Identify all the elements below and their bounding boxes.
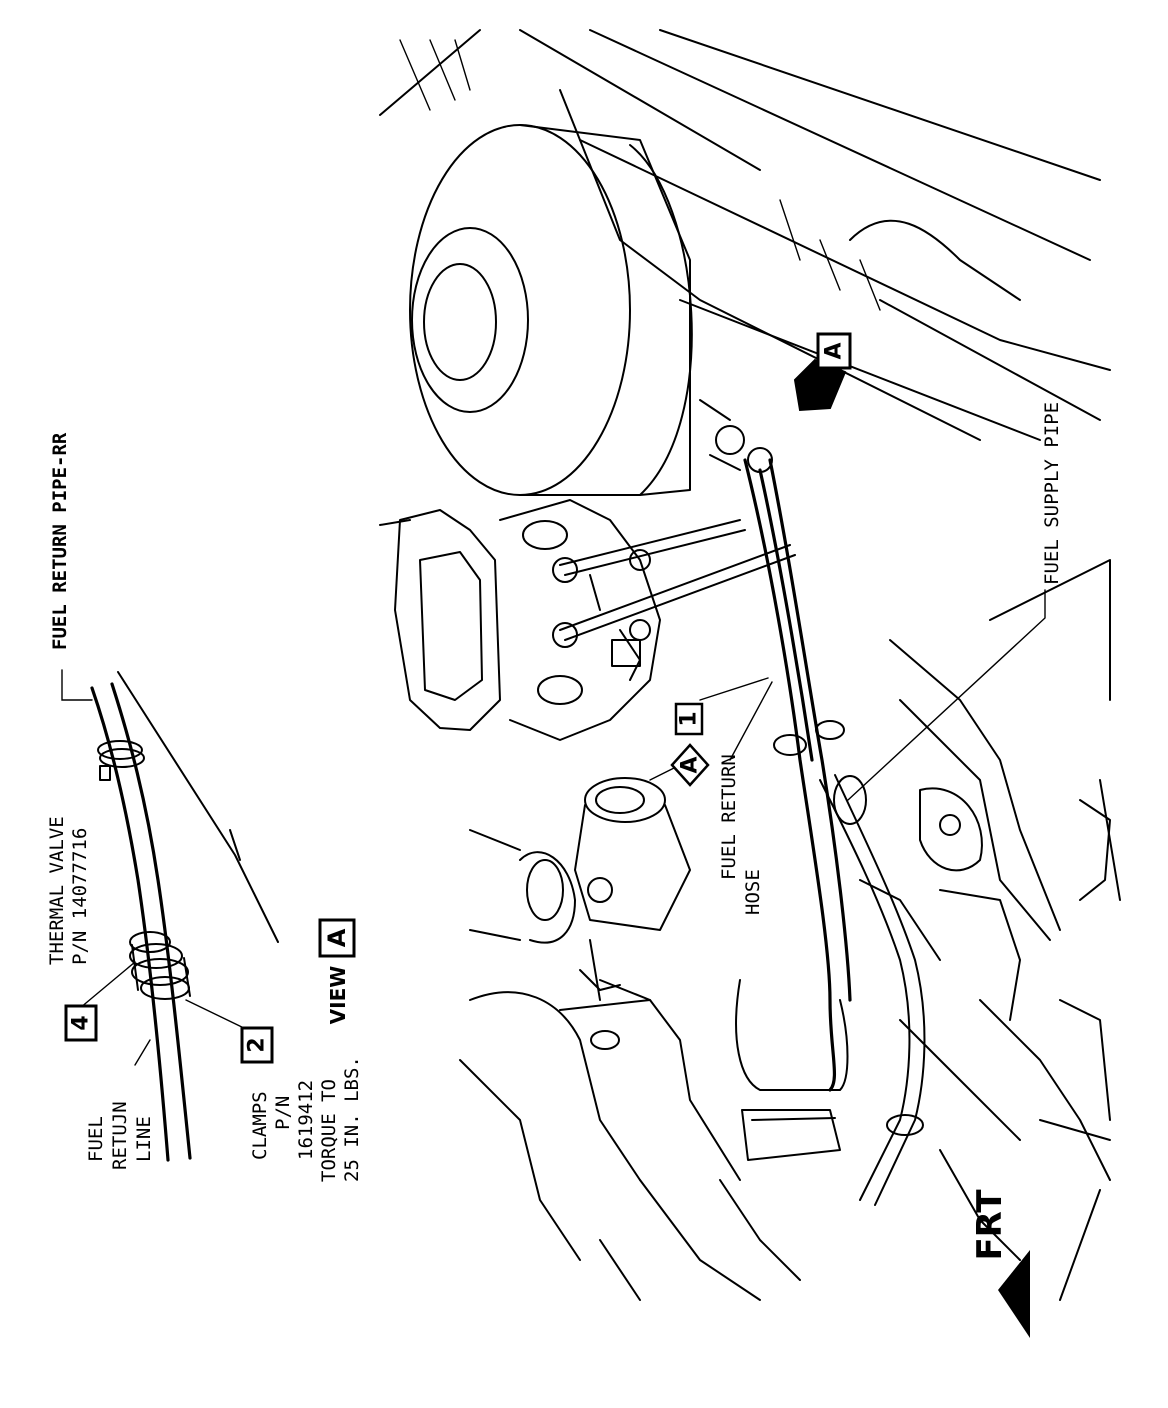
leader-return-pipe xyxy=(61,669,93,701)
right-frame xyxy=(859,559,1121,1301)
leader-4 xyxy=(79,961,136,1009)
view-a-detail xyxy=(61,669,279,1162)
label-fuel-return-line-1: FUEL xyxy=(85,1116,107,1162)
callout-a-left-label: A xyxy=(678,756,703,773)
front-arrow: FRT xyxy=(970,1189,1030,1338)
leader-fuel-supply-pipe xyxy=(847,589,1046,801)
label-fuel-return-line-3: LINE xyxy=(133,1116,155,1162)
engine-illustration xyxy=(379,29,1121,1301)
callout-2-label: 2 xyxy=(245,1037,270,1052)
label-thermal-valve: THERMAL VALVE xyxy=(46,816,68,965)
thermal-valve-icon xyxy=(129,931,191,1000)
thermostat-housing xyxy=(469,777,691,1001)
label-fuel-return-hose-2: HOSE xyxy=(742,869,764,915)
leader-2 xyxy=(185,999,249,1031)
leader-callout-1 xyxy=(699,677,769,701)
round-housing xyxy=(409,124,693,496)
manifold-block xyxy=(379,499,661,741)
lower-block xyxy=(459,969,801,1301)
view-letter: A xyxy=(323,928,351,947)
label-clamps-4: TORQUE TO xyxy=(318,1079,340,1182)
view-word: VIEW xyxy=(326,966,350,1025)
callout-4-label: 4 xyxy=(69,1015,94,1030)
label-fuel-return-line-2: RETUJN xyxy=(109,1101,131,1170)
label-clamps-3: 1619412 xyxy=(295,1080,317,1160)
leader-fuel-return-line xyxy=(134,1039,151,1066)
injector-lines xyxy=(552,519,796,681)
view-a-tick xyxy=(229,829,241,861)
callout-a-right-label: A xyxy=(822,342,847,359)
label-fuel-return-pipe-rr: FUEL RETURN PIPE-RR xyxy=(49,432,71,650)
front-arrow-label: FRT xyxy=(970,1189,1010,1261)
callout-4-box: 4 xyxy=(64,1004,98,1042)
label-thermal-valve-pn: P/N 14077716 xyxy=(69,828,91,965)
label-clamps-2: P/N xyxy=(272,1096,294,1130)
fuel-return-hose xyxy=(735,458,852,1161)
label-clamps-1: CLAMPS xyxy=(249,1091,271,1160)
leader-fuel-return-hose xyxy=(729,681,773,761)
callout-a-right: A xyxy=(793,332,852,412)
front-arrow-icon xyxy=(998,1250,1030,1338)
label-clamps-5: 25 IN. LBS. xyxy=(341,1056,363,1182)
return-pipe-inner xyxy=(110,682,192,1160)
label-fuel-return-hose-1: FUEL RETURN xyxy=(718,754,740,880)
callout-2-box: 2 xyxy=(240,1026,274,1064)
label-fuel-supply-pipe: FUEL SUPPLY PIPE xyxy=(1041,402,1063,585)
fuel-fittings xyxy=(699,399,773,473)
fuel-supply-pipe xyxy=(773,720,926,1206)
view-a-diag-line xyxy=(117,671,279,943)
upper-clamp-icon xyxy=(97,740,145,781)
callout-1-box: 1 xyxy=(674,702,704,736)
view-a-title: VIEW A xyxy=(318,918,356,1025)
callout-1-label: 1 xyxy=(677,711,702,726)
callout-a-left: A xyxy=(670,743,710,787)
